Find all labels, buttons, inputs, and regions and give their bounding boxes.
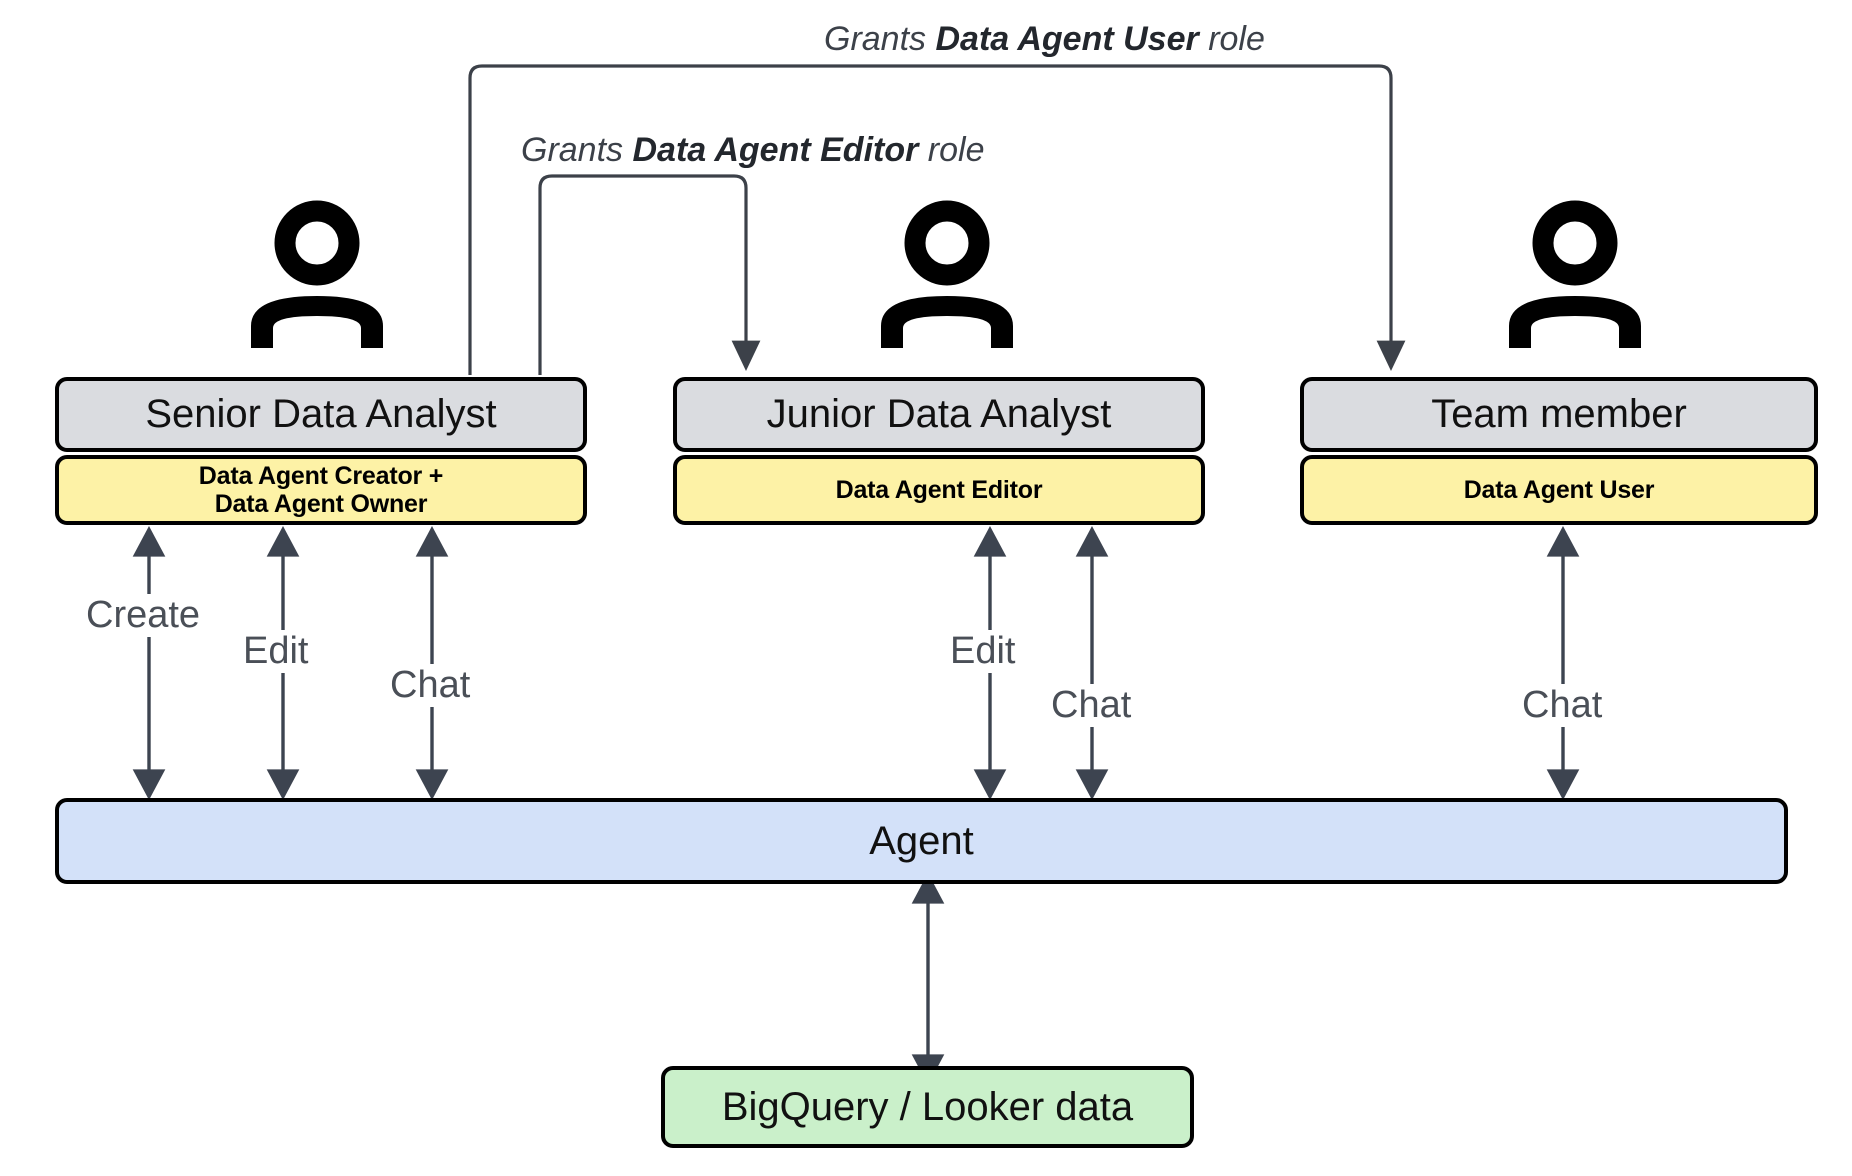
- agent-node[interactable]: Agent: [55, 798, 1788, 884]
- edge-label-junior-chat: Chat: [1047, 684, 1136, 727]
- persona-title-label: Team member: [1431, 392, 1687, 437]
- person-icon: [1495, 198, 1655, 353]
- edge-label-senior-create: Create: [82, 594, 205, 637]
- grant-editor-prefix: Grants: [521, 131, 633, 169]
- persona-title-junior[interactable]: Junior Data Analyst: [673, 377, 1205, 452]
- edge-label-senior-edit: Edit: [239, 630, 313, 673]
- grant-user-label: Grants Data Agent User role: [824, 20, 1265, 59]
- grant-user-suffix: role: [1198, 20, 1265, 58]
- grant-user-prefix: Grants: [824, 20, 936, 58]
- person-icon: [867, 198, 1027, 353]
- edge-label-team-chat: Chat: [1518, 684, 1607, 727]
- persona-permission-senior[interactable]: Data Agent Creator + Data Agent Owner: [55, 455, 587, 525]
- person-icon: [237, 198, 397, 353]
- grant-editor-suffix: role: [918, 131, 985, 169]
- edge-label-senior-chat: Chat: [386, 664, 475, 707]
- persona-permission-junior[interactable]: Data Agent Editor: [673, 455, 1205, 525]
- permission-line-1: Data Agent User: [1463, 476, 1655, 504]
- grant-user-role: Data Agent User: [935, 20, 1199, 58]
- permission-line-1: Data Agent Creator +: [198, 462, 444, 490]
- permission-line-2: Data Agent Owner: [214, 490, 428, 518]
- permission-line-1: Data Agent Editor: [835, 476, 1043, 504]
- persona-permission-team[interactable]: Data Agent User: [1300, 455, 1818, 525]
- grant-editor-role: Data Agent Editor: [632, 131, 919, 169]
- data-source-label: BigQuery / Looker data: [721, 1084, 1134, 1129]
- persona-title-label: Junior Data Analyst: [766, 392, 1112, 437]
- persona-title-label: Senior Data Analyst: [145, 392, 497, 437]
- grant-editor-connector: [538, 174, 761, 375]
- edge-label-junior-edit: Edit: [946, 630, 1020, 673]
- data-source-node[interactable]: BigQuery / Looker data: [661, 1066, 1194, 1148]
- grant-editor-label: Grants Data Agent Editor role: [521, 131, 985, 170]
- agent-label: Agent: [869, 818, 974, 863]
- persona-title-senior[interactable]: Senior Data Analyst: [55, 377, 587, 452]
- persona-title-team[interactable]: Team member: [1300, 377, 1818, 452]
